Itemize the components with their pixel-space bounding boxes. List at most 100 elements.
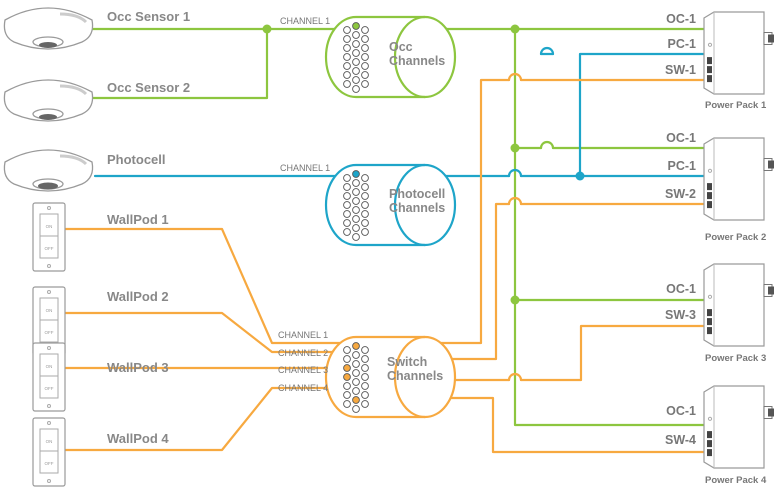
conductor-dot bbox=[361, 80, 369, 88]
photocell-icon bbox=[3, 149, 94, 192]
conductor-dot bbox=[352, 40, 360, 48]
switch-channels-line-1: Switch bbox=[387, 355, 428, 369]
conductor-dot bbox=[361, 62, 369, 70]
photocell-conductors bbox=[343, 170, 369, 241]
conductor-dot bbox=[352, 197, 360, 205]
conductor-dot bbox=[343, 26, 351, 34]
conductor-dot bbox=[352, 179, 360, 187]
conductor-dot bbox=[352, 405, 360, 413]
conductor-dot bbox=[343, 382, 351, 390]
conductor-dot bbox=[352, 49, 360, 57]
wallpod-2-label: WallPod 2 bbox=[107, 289, 169, 304]
pp1-terminal-pc: PC-1 bbox=[667, 37, 696, 51]
occ-sensor-2-label: Occ Sensor 2 bbox=[107, 80, 191, 95]
conductor-dot bbox=[343, 400, 351, 408]
conductor-dot bbox=[352, 76, 360, 84]
conductor-dot bbox=[343, 35, 351, 43]
pp2-terminal-oc: OC-1 bbox=[666, 131, 696, 145]
conductor-dot bbox=[343, 201, 351, 209]
conductor-dot bbox=[361, 183, 369, 191]
conductor-dot bbox=[361, 35, 369, 43]
power-packs bbox=[703, 11, 774, 469]
conductor-dot bbox=[343, 183, 351, 191]
conductor-dot bbox=[343, 355, 351, 363]
power-pack-icon bbox=[703, 263, 774, 347]
occ-channel-label: CHANNEL 1 bbox=[280, 16, 331, 26]
pp3-terminal-oc: OC-1 bbox=[666, 282, 696, 296]
switch-wires bbox=[62, 72, 707, 454]
conductor-dot bbox=[343, 192, 351, 200]
conductor-dot bbox=[352, 233, 360, 241]
wallpod-4-label: WallPod 4 bbox=[107, 431, 169, 446]
switch-channel-4-label: CHANNEL 4 bbox=[278, 383, 329, 393]
occ-conductors bbox=[343, 22, 369, 93]
conductor-dot bbox=[343, 210, 351, 218]
pp2-terminal-sw: SW-2 bbox=[665, 187, 696, 201]
conductor-dot bbox=[352, 170, 360, 178]
conductor-dot bbox=[343, 80, 351, 88]
pp4-terminal-oc: OC-1 bbox=[666, 404, 696, 418]
conductor-dot bbox=[352, 360, 360, 368]
occupancy-wires bbox=[90, 27, 707, 427]
power-pack-icon bbox=[703, 385, 774, 469]
photocell-channels-line-1: Photocell bbox=[389, 187, 446, 201]
conductor-dot bbox=[361, 71, 369, 79]
conductor-dot bbox=[352, 396, 360, 404]
wallpod-off-label: OFF bbox=[45, 330, 54, 335]
conductor-dot bbox=[361, 364, 369, 372]
occ-channels-line-1: Occ bbox=[389, 40, 413, 54]
conductor-dot bbox=[361, 219, 369, 227]
wallpod-on-label: ON bbox=[46, 308, 53, 313]
wallpod-1-icon: ON OFF bbox=[32, 202, 66, 272]
conductor-dot bbox=[343, 174, 351, 182]
conductor-dot bbox=[352, 224, 360, 232]
conductor-dot bbox=[361, 210, 369, 218]
wallpod-off-label: OFF bbox=[45, 246, 54, 251]
photocell-channels-label: Photocell Channels bbox=[389, 187, 445, 215]
wallpod-1-label: WallPod 1 bbox=[107, 212, 169, 227]
occ-sensor-1-icon bbox=[3, 7, 94, 50]
pp2-terminal-pc: PC-1 bbox=[667, 159, 696, 173]
photocell-wire-hops bbox=[539, 46, 555, 56]
conductor-dot bbox=[352, 67, 360, 75]
photocell-label: Photocell bbox=[107, 152, 166, 167]
power-pack-4-label: Power Pack 4 bbox=[705, 475, 767, 486]
switch-channel-3-label: CHANNEL 3 bbox=[278, 365, 329, 375]
switch-channel-1-label: CHANNEL 1 bbox=[278, 330, 329, 340]
pp1-terminal-sw: SW-1 bbox=[665, 63, 696, 77]
occ-sensor-2-icon bbox=[3, 79, 94, 122]
conductor-dot bbox=[343, 44, 351, 52]
power-pack-3-label: Power Pack 3 bbox=[705, 353, 767, 364]
wallpod-2-icon: ON OFF bbox=[32, 286, 66, 356]
wallpod-off-label: OFF bbox=[45, 386, 54, 391]
conductor-dot bbox=[343, 364, 351, 372]
wallpod-on-label: ON bbox=[46, 224, 53, 229]
switch-channels-label: Switch Channels bbox=[387, 355, 443, 383]
wallpod-4-icon: ON OFF bbox=[32, 417, 66, 487]
conductor-dot bbox=[352, 369, 360, 377]
pp4-terminal-sw: SW-4 bbox=[665, 433, 696, 447]
junction-dots bbox=[262, 24, 585, 305]
conductor-dot bbox=[352, 31, 360, 39]
conductor-dot bbox=[352, 85, 360, 93]
conductor-dot bbox=[352, 215, 360, 223]
power-pack-icon bbox=[703, 137, 774, 221]
switch-channels-line-2: Channels bbox=[387, 369, 444, 383]
conductor-dot bbox=[361, 201, 369, 209]
conductor-dot bbox=[361, 53, 369, 61]
conductor-dot bbox=[361, 346, 369, 354]
conductor-dot bbox=[343, 228, 351, 236]
wallpod-on-label: ON bbox=[46, 364, 53, 369]
conductor-dot bbox=[343, 53, 351, 61]
conductor-dot bbox=[352, 351, 360, 359]
occ-channels-label: Occ Channels bbox=[389, 40, 445, 68]
conductor-dot bbox=[352, 58, 360, 66]
switch-channel-2-label: CHANNEL 2 bbox=[278, 348, 329, 358]
occ-sensor-1-label: Occ Sensor 1 bbox=[107, 9, 191, 24]
wallpod-3-label: WallPod 3 bbox=[107, 360, 169, 375]
conductor-dot bbox=[352, 387, 360, 395]
conductor-dot bbox=[361, 355, 369, 363]
conductor-dot bbox=[361, 400, 369, 408]
photocell-channel-label: CHANNEL 1 bbox=[280, 163, 331, 173]
